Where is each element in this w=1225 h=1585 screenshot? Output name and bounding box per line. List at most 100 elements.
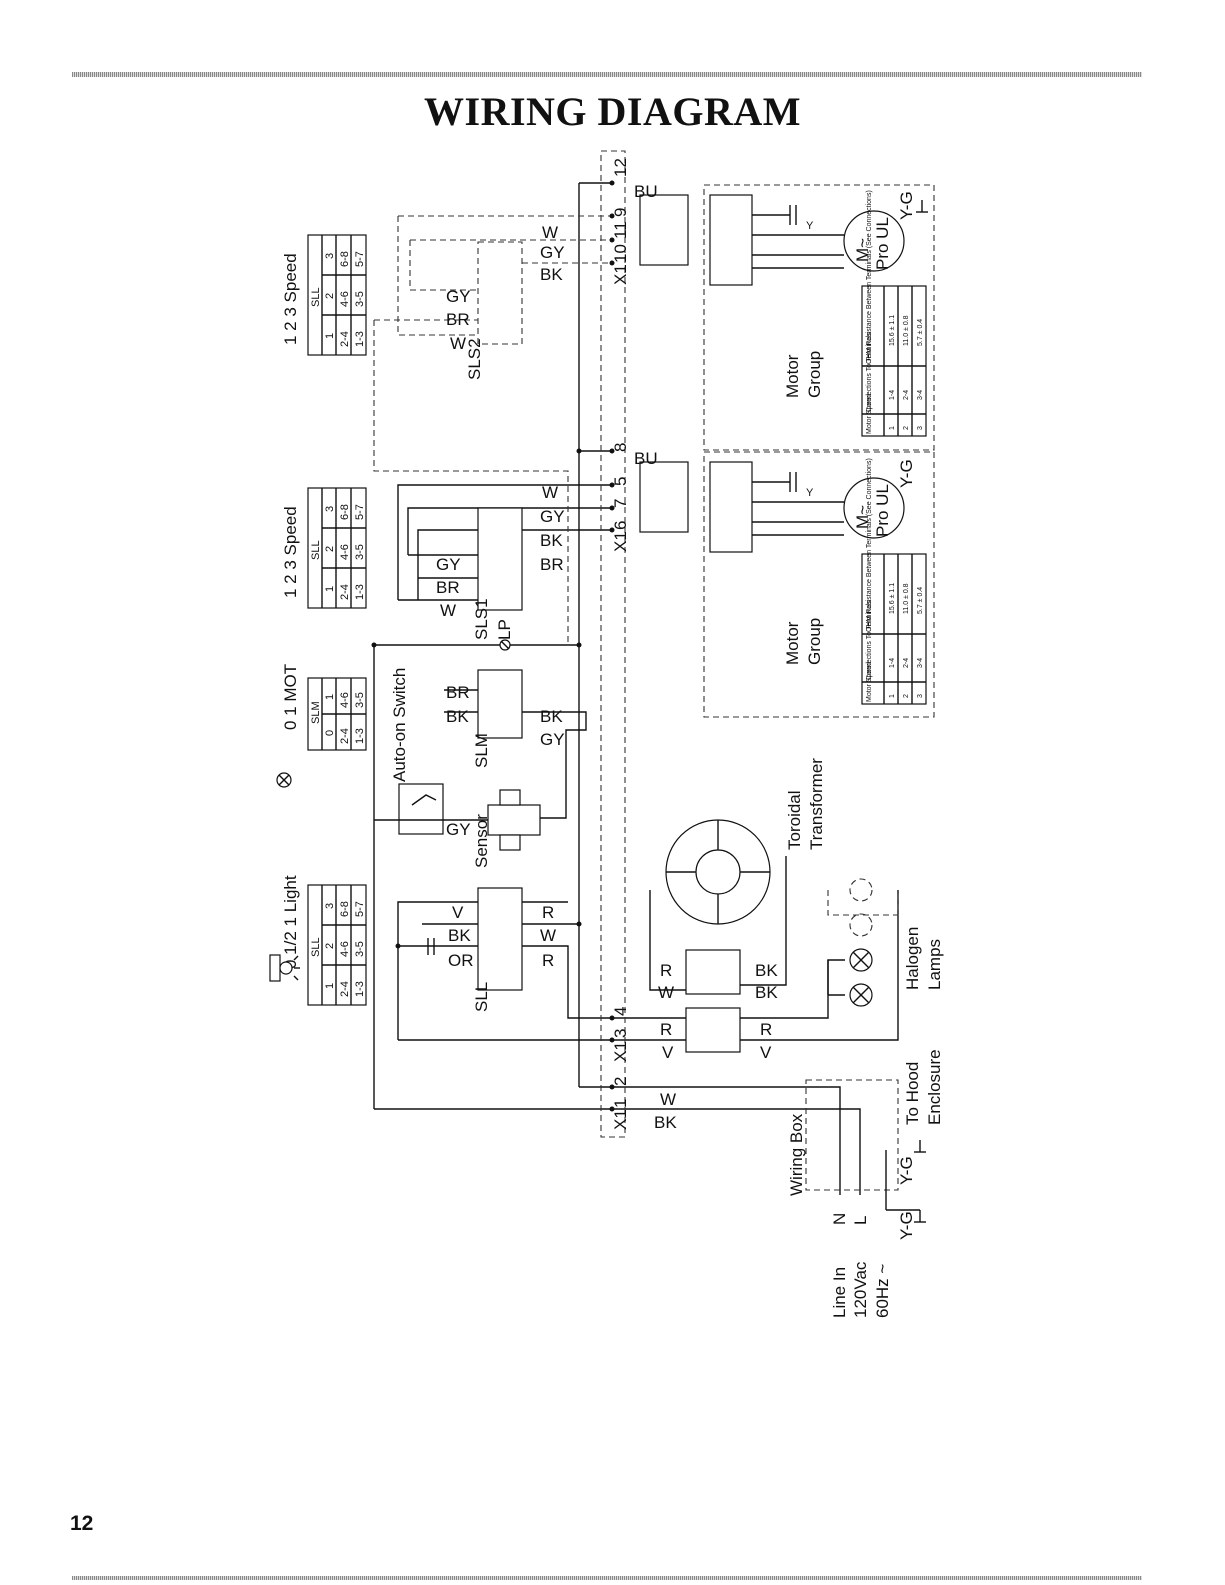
svg-text:V: V — [662, 1043, 674, 1062]
svg-text:5-7: 5-7 — [354, 504, 366, 520]
toroidal-transformer: Toroidal Transformer — [649, 758, 826, 1053]
table-caption: 1 2 3 Speed — [281, 506, 300, 598]
svg-text:15.6 ± 1.1: 15.6 ± 1.1 — [889, 315, 896, 346]
svg-text:Connections To Terminals: Connections To Terminals — [866, 332, 873, 412]
svg-text:M~: M~ — [853, 238, 872, 262]
svg-text:GY: GY — [540, 730, 565, 749]
svg-text:BU: BU — [634, 182, 658, 201]
svg-text:X1: X1 — [611, 1041, 630, 1062]
svg-text:120Vac: 120Vac — [851, 1261, 870, 1318]
svg-text:1-3: 1-3 — [354, 728, 366, 744]
wiring-box: Wiring Box To Hood Enclosure — [787, 1049, 944, 1223]
svg-text:SLL: SLL — [472, 982, 491, 1012]
halogen-lamps: Halogen Lamps — [849, 878, 944, 1007]
switch-sll: SLL — [472, 887, 523, 1012]
table-name: SLL — [310, 937, 322, 957]
svg-text:2: 2 — [611, 1077, 630, 1086]
svg-text:11.0 ± 0.8: 11.0 ± 0.8 — [903, 583, 910, 614]
svg-text:2-4: 2-4 — [339, 981, 351, 997]
svg-text:V: V — [452, 903, 464, 922]
motor-group-2: M~ Pro UL Motor Group Motor Speed Connec… — [639, 458, 927, 705]
svg-text:1-4: 1-4 — [889, 390, 896, 400]
svg-text:3-5: 3-5 — [354, 544, 366, 560]
svg-text:6-8: 6-8 — [339, 901, 351, 917]
svg-text:3: 3 — [324, 903, 336, 909]
svg-text:OHM Resistance Between Termina: OHM Resistance Between Terminals (See Co… — [866, 458, 873, 632]
svg-text:2-4: 2-4 — [339, 331, 351, 347]
svg-text:15.6 ± 1.1: 15.6 ± 1.1 — [889, 583, 896, 614]
svg-text:Lamps: Lamps — [925, 939, 944, 990]
bottom-rule — [72, 1576, 1142, 1580]
svg-text:3: 3 — [324, 506, 336, 512]
svg-text:1: 1 — [611, 1099, 630, 1108]
svg-text:BK: BK — [540, 531, 563, 550]
svg-text:SLM: SLM — [472, 733, 491, 768]
svg-text:BK: BK — [540, 265, 563, 284]
svg-text:Auto-on Switch: Auto-on Switch — [390, 668, 409, 782]
sensor: Sensor — [472, 789, 541, 868]
svg-text:5-7: 5-7 — [354, 251, 366, 267]
svg-text:Group: Group — [805, 618, 824, 665]
table-caption: 0 1 MOT — [281, 664, 300, 730]
svg-text:1: 1 — [324, 333, 336, 339]
capacitor-icon — [427, 938, 435, 955]
svg-text:5.7 ± 0.4: 5.7 ± 0.4 — [917, 319, 924, 346]
svg-text:2: 2 — [324, 293, 336, 299]
svg-text:R: R — [542, 903, 554, 922]
svg-text:8: 8 — [611, 443, 630, 452]
svg-text:N: N — [830, 1213, 849, 1225]
svg-text:Wiring Box: Wiring Box — [787, 1113, 806, 1196]
svg-text:Pro UL: Pro UL — [873, 484, 892, 537]
switch-sls2: SLS2 — [465, 241, 523, 380]
svg-text:Transformer: Transformer — [807, 758, 826, 850]
svg-text:12: 12 — [611, 158, 630, 177]
speed-table-sls1: 1 2 3 Speed SLL 123 2-44-66-8 1-33-55-7 — [281, 487, 367, 609]
svg-text:3: 3 — [611, 1029, 630, 1038]
svg-text:1-4: 1-4 — [889, 658, 896, 668]
svg-text:BR: BR — [436, 578, 460, 597]
table-name: SLM — [310, 701, 322, 724]
svg-text:W: W — [542, 223, 558, 242]
svg-text:3: 3 — [324, 253, 336, 259]
top-rule — [72, 72, 1142, 77]
motor-group-1: M~ Pro UL Motor Group Motor Speed Connec… — [639, 190, 928, 437]
fan-icon — [276, 772, 292, 788]
svg-text:3-5: 3-5 — [354, 692, 366, 708]
svg-text:2: 2 — [324, 943, 336, 949]
svg-text:GY: GY — [540, 243, 565, 262]
svg-text:L: L — [851, 1216, 870, 1225]
svg-text:BR: BR — [540, 555, 564, 574]
svg-text:9: 9 — [611, 208, 630, 217]
svg-text:Y: Y — [806, 220, 814, 232]
svg-text:1: 1 — [889, 426, 896, 430]
svg-text:3: 3 — [917, 426, 924, 430]
svg-text:V: V — [760, 1043, 772, 1062]
svg-text:Sensor: Sensor — [472, 814, 491, 868]
svg-text:2: 2 — [903, 426, 910, 430]
svg-text:6-8: 6-8 — [339, 251, 351, 267]
svg-text:2: 2 — [324, 546, 336, 552]
svg-text:2-4: 2-4 — [339, 584, 351, 600]
svg-text:3: 3 — [917, 694, 924, 698]
svg-text:W: W — [542, 483, 558, 502]
svg-text:Motor: Motor — [783, 354, 802, 398]
switch-sls1: SLS1 — [472, 507, 523, 640]
svg-text:2-4: 2-4 — [903, 390, 910, 400]
svg-text:5-7: 5-7 — [354, 901, 366, 917]
svg-text:10: 10 — [611, 244, 630, 263]
wire-color-labels: W GY BK GY BR W BU BU W GY BK BR GY BR W… — [436, 182, 916, 1240]
svg-text:6: 6 — [611, 521, 630, 530]
svg-text:2: 2 — [903, 694, 910, 698]
svg-text:SLS1: SLS1 — [472, 598, 491, 640]
resistance-table: Motor Speed Connections To Terminals OHM… — [861, 458, 927, 705]
svg-text:BR: BR — [446, 683, 470, 702]
svg-text:11: 11 — [611, 221, 630, 239]
svg-text:Y-G: Y-G — [897, 191, 916, 220]
line-in: Line In 120Vac 60Hz ~ N L — [830, 1213, 892, 1318]
svg-text:BK: BK — [540, 707, 563, 726]
svg-text:BU: BU — [634, 449, 658, 468]
svg-text:6-8: 6-8 — [339, 504, 351, 520]
svg-text:R: R — [660, 1020, 672, 1039]
svg-text:11.0 ± 0.8: 11.0 ± 0.8 — [903, 315, 910, 346]
